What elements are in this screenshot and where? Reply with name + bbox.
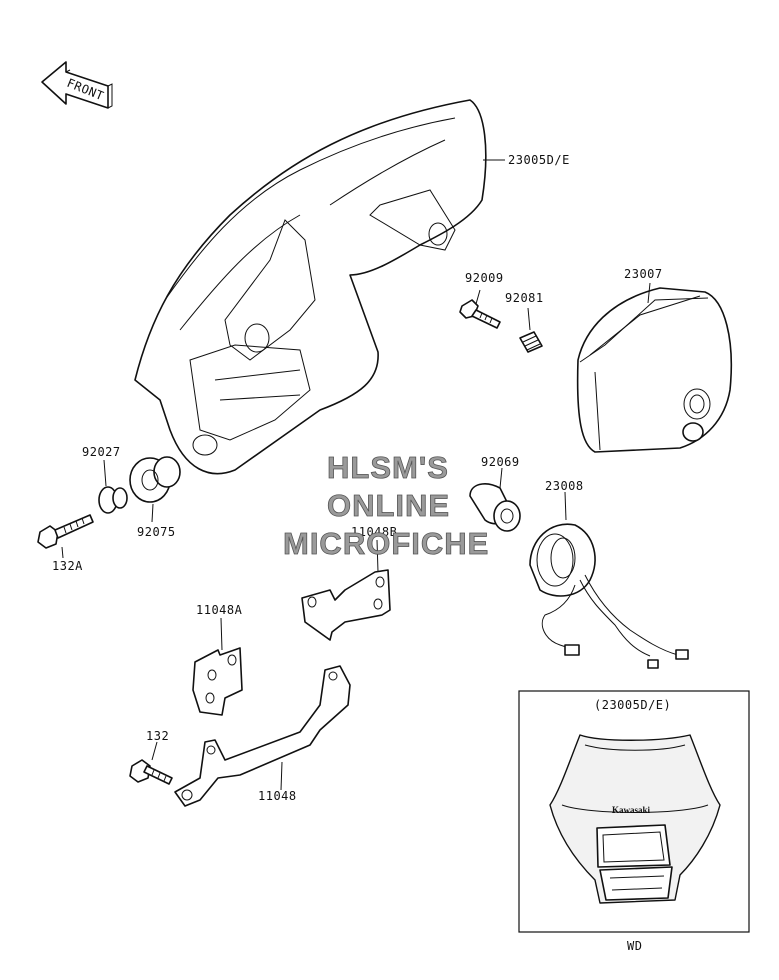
inset-panel: (23005D/E) WD Kawasaki xyxy=(518,690,750,953)
washer-92027 xyxy=(98,486,128,514)
inset-border xyxy=(518,690,750,933)
front-arrow-icon: FRONT xyxy=(41,61,113,109)
inset-caption: WD xyxy=(627,939,642,953)
inset-brand-logo: Kawasaki xyxy=(612,805,651,815)
watermark-line-1: HLSM'S xyxy=(327,450,449,485)
watermark-line-2: ONLINE xyxy=(327,488,450,523)
bracket-11048a xyxy=(192,647,243,716)
headlight-lens xyxy=(576,287,733,453)
bracket-11048b xyxy=(301,569,391,641)
grommet-92075 xyxy=(129,456,181,503)
bulb-92069 xyxy=(469,483,521,532)
leader-lines xyxy=(61,159,651,791)
socket-23008 xyxy=(529,523,689,669)
watermark: HLSM'S ONLINE MICROFICHE xyxy=(283,450,489,562)
bolt-132a xyxy=(37,514,94,549)
watermark-line-3: MICROFICHE xyxy=(283,526,489,561)
bolt-92009 xyxy=(459,299,501,329)
headlight-cowl xyxy=(134,99,487,475)
label-92075: 92075 xyxy=(137,525,176,539)
label-92069: 92069 xyxy=(481,455,520,469)
inset-title: (23005D/E) xyxy=(594,698,671,712)
bolt-132 xyxy=(129,759,173,785)
label-11048b: 11048B xyxy=(351,525,397,539)
bracket-11048 xyxy=(174,665,351,807)
label-23005de: 23005D/E xyxy=(508,153,570,167)
label-132a: 132A xyxy=(52,559,83,573)
part-labels: 23005D/E 92009 92081 23007 92027 92075 1… xyxy=(52,153,663,803)
label-11048: 11048 xyxy=(258,789,297,803)
spring-92081 xyxy=(519,331,543,353)
label-132: 132 xyxy=(146,729,169,743)
label-23007: 23007 xyxy=(624,267,663,281)
label-23008: 23008 xyxy=(545,479,584,493)
label-92027: 92027 xyxy=(82,445,121,459)
inset-headlight-cowl: Kawasaki xyxy=(549,734,721,904)
label-92009: 92009 xyxy=(465,271,504,285)
label-11048a: 11048A xyxy=(196,603,243,617)
label-92081: 92081 xyxy=(505,291,544,305)
